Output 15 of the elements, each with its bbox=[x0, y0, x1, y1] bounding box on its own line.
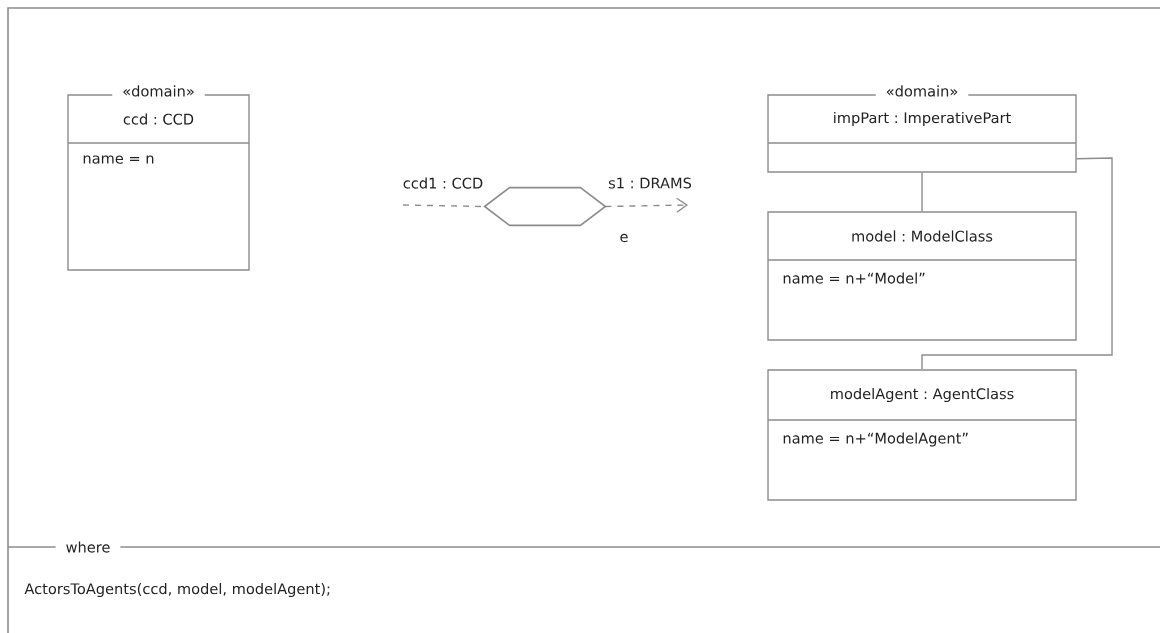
role-label: e bbox=[620, 233, 628, 243]
dashed-arrow bbox=[604, 197, 688, 213]
object-box: «domain» impPart : ImperativePart bbox=[767, 83, 1077, 173]
object-box: modelAgent : AgentClass name = n+“ModelAgent” bbox=[767, 369, 1077, 501]
edge-label: ccd1 : CCD bbox=[400, 175, 486, 191]
edge-label: s1 : DRAMS bbox=[606, 175, 694, 191]
hexagon-shape bbox=[483, 186, 607, 227]
connector-line bbox=[921, 172, 923, 212]
section-label: where bbox=[55, 539, 121, 555]
connector-line bbox=[921, 157, 1113, 370]
constraint-text: ActorsToAgents(ccd, model, modelAgent); bbox=[24, 582, 330, 598]
node-label: «domain» bbox=[886, 85, 958, 97]
object-box: model : ModelClass name = n+“Model” bbox=[767, 211, 1077, 341]
object-box: «domain» ccd : CCD name = n bbox=[67, 83, 250, 271]
node-label: «domain» bbox=[123, 85, 194, 97]
